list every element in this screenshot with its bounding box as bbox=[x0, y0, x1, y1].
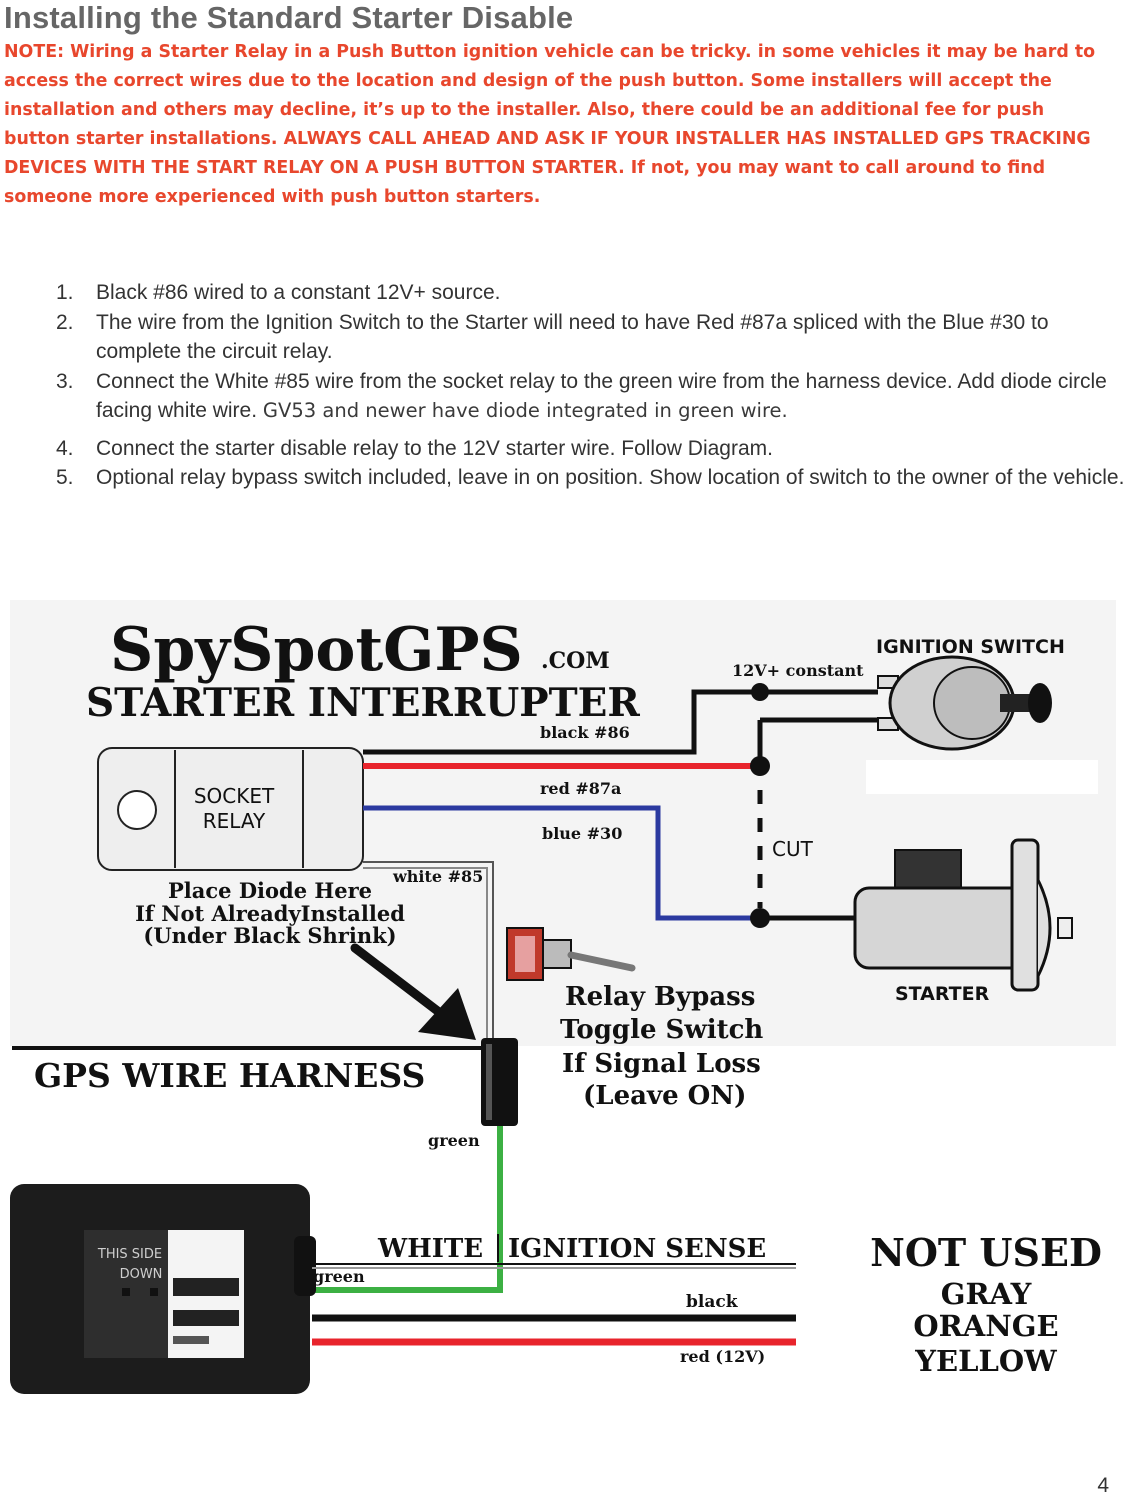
relay-label-line2: RELAY bbox=[203, 809, 266, 833]
starter-label: STARTER bbox=[895, 983, 990, 1005]
cut-label: CUT bbox=[772, 837, 814, 861]
step-number: 1. bbox=[56, 281, 74, 304]
panel-blank-patch bbox=[866, 760, 1098, 794]
label-green-bottom: green bbox=[313, 1267, 365, 1286]
splice-node-constant bbox=[751, 683, 769, 701]
diode-note-line2: If Not AlreadyInstalled bbox=[135, 901, 405, 926]
brand-logo: SpySpotGPS bbox=[110, 615, 523, 685]
device-label-line2: DOWN bbox=[120, 1267, 163, 1282]
instruction-step: 1. Black #86 wired to a constant 12V+ so… bbox=[56, 278, 1136, 308]
instruction-step: 4. Connect the starter disable relay to … bbox=[56, 434, 1136, 464]
wire-black-86 bbox=[363, 689, 878, 755]
step-text: Connect the White #85 wire from the sock… bbox=[96, 369, 1107, 423]
constant-label: 12V+ constant bbox=[732, 661, 864, 680]
arrow-icon bbox=[350, 943, 476, 1040]
splice-node-red bbox=[750, 756, 770, 776]
bypass-note-line2: Toggle Switch bbox=[560, 1015, 763, 1045]
not-used-label: NOT USED bbox=[870, 1230, 1102, 1275]
step-text: Connect the starter disable relay to the… bbox=[96, 436, 773, 460]
unused-wire-orange: ORANGE bbox=[913, 1309, 1058, 1343]
label-blue-30: blue #30 bbox=[542, 824, 622, 843]
relay-label-line1: SOCKET bbox=[194, 784, 275, 808]
step-number: 5. bbox=[56, 466, 74, 489]
step-number: 3. bbox=[56, 369, 74, 393]
step-number: 2. bbox=[56, 310, 74, 334]
wire-white-85-b bbox=[363, 867, 488, 1040]
label-red-12v: red (12V) bbox=[680, 1347, 765, 1366]
ignition-sense-label: IGNITION SENSE bbox=[508, 1234, 766, 1264]
wire-blue-30 bbox=[363, 805, 760, 921]
step-addon-note: GV53 and newer have diode integrated in … bbox=[262, 399, 788, 422]
label-white-85: white #85 bbox=[392, 867, 483, 886]
instruction-step: 2. The wire from the Ignition Switch to … bbox=[56, 308, 1136, 367]
instruction-list: 1. Black #86 wired to a constant 12V+ so… bbox=[56, 278, 1136, 493]
gps-device-icon bbox=[10, 1184, 316, 1394]
toggle-switch-icon bbox=[506, 927, 636, 981]
step-text: Optional relay bypass switch included, l… bbox=[96, 466, 1125, 489]
diode-note-line1: Place Diode Here bbox=[168, 878, 372, 903]
instruction-step: 3. Connect the White #85 wire from the s… bbox=[56, 367, 1136, 426]
diode-note-line3: (Under Black Shrink) bbox=[143, 923, 396, 948]
bypass-note-line4: (Leave ON) bbox=[583, 1081, 746, 1111]
label-red-87a: red #87a bbox=[540, 779, 621, 798]
ignition-switch-label: IGNITION SWITCH bbox=[876, 636, 1065, 658]
label-black: black bbox=[686, 1292, 739, 1312]
step-text: The wire from the Ignition Switch to the… bbox=[96, 310, 1049, 364]
label-green-top: green bbox=[428, 1131, 480, 1150]
diagram-heading: STARTER INTERRUPTER bbox=[86, 680, 640, 726]
device-label-line1: THIS SIDE bbox=[97, 1247, 162, 1262]
page-title: Installing the Standard Starter Disable bbox=[4, 0, 574, 35]
bypass-note-line3: If Signal Loss bbox=[562, 1049, 761, 1079]
unused-wire-yellow: YELLOW bbox=[914, 1344, 1057, 1378]
page-number: 4 bbox=[1097, 1474, 1109, 1497]
warning-note: NOTE: Wiring a Starter Relay in a Push B… bbox=[4, 42, 1096, 207]
ignition-switch-icon bbox=[877, 655, 1052, 751]
step-number: 4. bbox=[56, 436, 74, 460]
label-black-86: black #86 bbox=[540, 723, 630, 742]
wire-green bbox=[300, 1126, 503, 1293]
bypass-note-line1: Relay Bypass bbox=[565, 982, 755, 1012]
white-label: WHITE bbox=[377, 1234, 483, 1264]
instruction-step: 5. Optional relay bypass switch included… bbox=[56, 463, 1136, 493]
splice-node-blue bbox=[750, 908, 770, 928]
starter-motor-icon bbox=[853, 838, 1073, 992]
unused-wire-gray: GRAY bbox=[941, 1277, 1032, 1311]
wire-white-85 bbox=[363, 861, 494, 1040]
step-text: Black #86 wired to a constant 12V+ sourc… bbox=[96, 281, 501, 304]
brand-domain: .COM bbox=[541, 648, 610, 674]
harness-label: GPS WIRE HARNESS bbox=[34, 1056, 425, 1095]
